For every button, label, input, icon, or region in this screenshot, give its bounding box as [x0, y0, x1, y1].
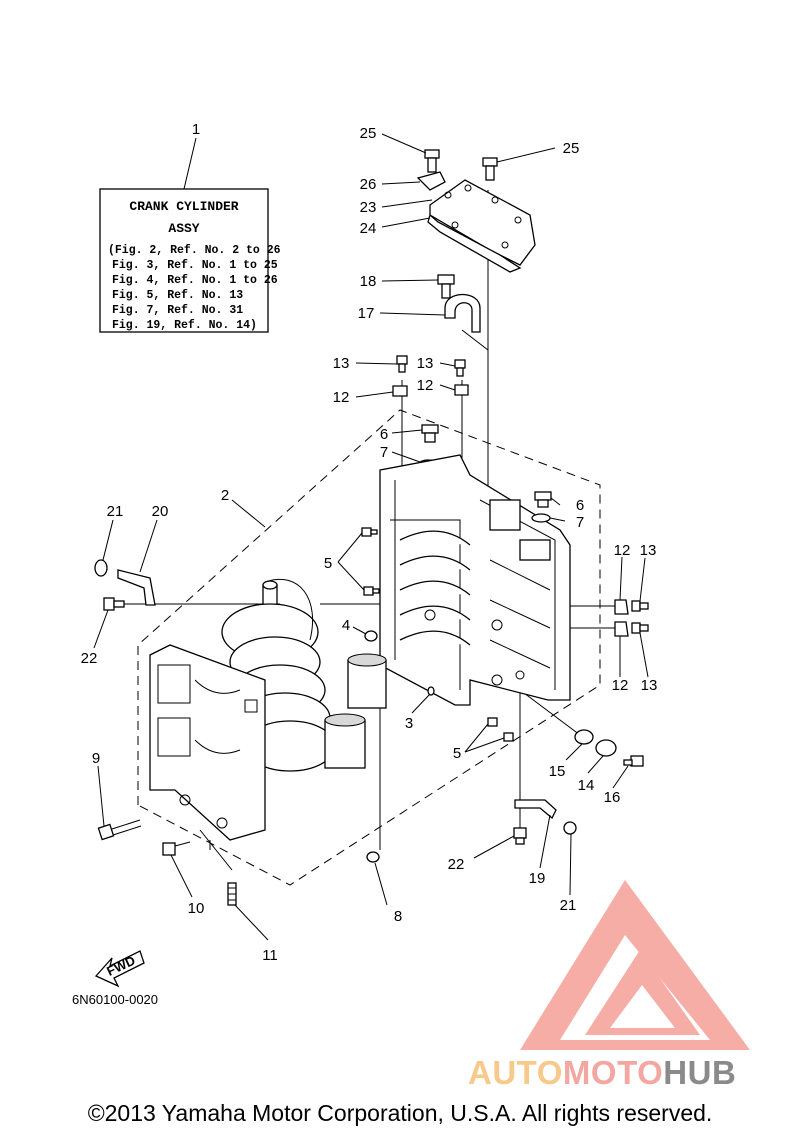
dowel-3 — [427, 686, 435, 696]
clip-12-top-right — [454, 384, 469, 396]
callout-12-right-lower: 12 — [612, 677, 629, 694]
screw-13-top-right — [454, 359, 466, 377]
callout-8: 8 — [394, 908, 402, 925]
callout-numbers: 1 2 3 4 5 5 6 6 7 7 8 9 10 11 12 12 12 1… — [81, 121, 658, 964]
fitting-5-lower — [487, 717, 514, 742]
watermark-text: AUTOMOTOHUB — [468, 1054, 736, 1092]
callout-12-right-upper: 12 — [614, 542, 631, 559]
crankcase — [149, 644, 266, 841]
callout-24: 24 — [360, 220, 377, 237]
clip-19 — [514, 799, 557, 820]
callout-20: 20 — [152, 503, 169, 520]
callout-21-left: 21 — [107, 503, 124, 520]
callout-6-top: 6 — [380, 426, 388, 443]
callout-22-right: 22 — [448, 856, 465, 873]
callout-12-top-left: 12 — [333, 389, 350, 406]
callout-11: 11 — [262, 947, 278, 964]
callout-17: 17 — [358, 305, 375, 322]
clip-12-right-lower — [614, 621, 629, 637]
screw-13-top-left — [396, 355, 408, 373]
cap-21-right — [563, 821, 577, 835]
assembly-info-box: CRANK CYLINDER ASSY (Fig. 2, Ref. No. 2 … — [99, 188, 281, 333]
bolt-9 — [97, 819, 142, 841]
assembly-title-line1: CRANK CYLINDER — [129, 199, 238, 214]
watermark-part2: MOTO — [562, 1054, 664, 1091]
callout-26: 26 — [360, 176, 377, 193]
plug-4 — [364, 630, 378, 642]
cover-14 — [595, 739, 617, 757]
callout-13-right-upper: 13 — [640, 542, 657, 559]
watermark-part3: HUB — [663, 1054, 737, 1091]
callout-3: 3 — [405, 715, 413, 732]
gasket-15 — [574, 729, 594, 745]
drawing-code: 6N60100-0020 — [72, 992, 158, 1007]
callout-5-lower: 5 — [453, 745, 461, 762]
callout-25-left: 25 — [360, 125, 377, 142]
callout-22-left: 22 — [81, 650, 98, 667]
plug-6-top — [421, 424, 439, 443]
callout-12-top-right: 12 — [417, 377, 434, 394]
screw-13-right-lower — [631, 622, 649, 634]
cap-21-left — [94, 559, 108, 577]
bolt-18 — [437, 274, 455, 299]
assembly-title-line2: ASSY — [168, 221, 199, 236]
callout-25-right: 25 — [563, 140, 580, 157]
callout-15: 15 — [549, 763, 566, 780]
bolt-10 — [162, 841, 191, 856]
callout-13-top-right: 13 — [417, 355, 434, 372]
fwd-arrow-icon: FWD — [94, 950, 145, 988]
bracket-17 — [444, 294, 481, 333]
dowel-8 — [366, 851, 380, 863]
clip-12-top-left — [392, 385, 408, 397]
assembly-ref-4: Fig. 5, Ref. No. 13 — [112, 289, 243, 302]
callout-5-upper: 5 — [324, 555, 332, 572]
bolt-25-right — [482, 157, 498, 181]
leader-lines — [93, 133, 649, 941]
callout-16: 16 — [604, 789, 621, 806]
bolt-22-left — [103, 597, 125, 611]
assembly-ref-2: Fig. 3, Ref. No. 1 to 25 — [112, 259, 278, 272]
copyright-notice: ©2013 Yamaha Motor Corporation, U.S.A. A… — [87, 1100, 713, 1126]
washer-7-right — [531, 513, 551, 523]
fitting-5-upper — [361, 527, 380, 596]
callout-2: 2 — [221, 487, 229, 504]
piston-sleeves — [324, 653, 387, 769]
automotohub-logo — [520, 880, 750, 1050]
cylinder-block — [379, 454, 571, 706]
callout-1: 1 — [192, 121, 200, 138]
callout-4: 4 — [342, 617, 350, 634]
stud-11 — [227, 882, 237, 906]
assembly-ref-5: Fig. 7, Ref. No. 31 — [112, 304, 243, 317]
callout-10: 10 — [188, 900, 205, 917]
callout-14: 14 — [578, 777, 595, 794]
callout-7-right: 7 — [576, 514, 584, 531]
screw-13-right-upper — [631, 600, 649, 612]
callout-9: 9 — [92, 750, 100, 767]
callout-18: 18 — [360, 273, 377, 290]
clip-20 — [117, 569, 156, 606]
assembly-ref-6: Fig. 19, Ref. No. 14) — [112, 319, 257, 332]
callout-7-top: 7 — [380, 444, 388, 461]
bolt-16 — [623, 755, 644, 767]
callout-6-right: 6 — [576, 497, 584, 514]
plug-6-right — [534, 491, 552, 508]
clip-12-right-upper — [614, 599, 629, 615]
callout-21-right: 21 — [560, 897, 577, 914]
callout-19: 19 — [529, 870, 546, 887]
assembly-ref-1: (Fig. 2, Ref. No. 2 to 26 — [108, 244, 281, 257]
assembly-ref-3: Fig. 4, Ref. No. 1 to 26 — [112, 274, 278, 287]
bolt-25-left — [424, 149, 440, 173]
callout-23: 23 — [360, 199, 377, 216]
bolt-22-right — [513, 827, 527, 845]
callout-13-top-left: 13 — [333, 355, 350, 372]
assembly-boundary — [137, 409, 601, 886]
watermark-part1: AUTO — [468, 1054, 563, 1091]
callout-13-right-lower: 13 — [641, 677, 658, 694]
cylinder-head-cover — [416, 171, 536, 273]
